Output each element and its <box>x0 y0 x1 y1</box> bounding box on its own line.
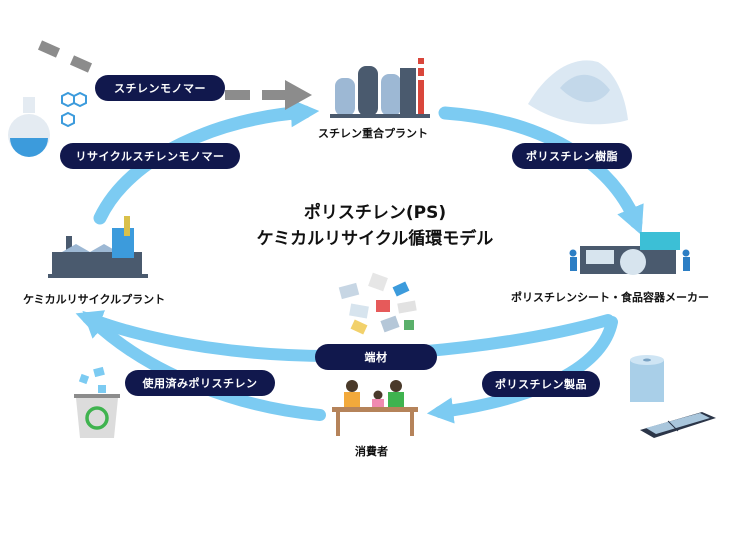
recycle-bin-icon <box>74 366 120 438</box>
pill-styrene-monomer: スチレンモノマー <box>95 75 225 101</box>
title-line-1: ポリスチレン(PS) <box>303 203 447 223</box>
label-consumer: 消費者 <box>355 445 388 458</box>
title-line-2: ケミカルリサイクル循環モデル <box>256 229 494 249</box>
label-recycle-plant: ケミカルリサイクルプラント <box>23 293 166 306</box>
sheet-machine-icon <box>569 232 690 275</box>
diagram-title: ポリスチレン(PS) ケミカルリサイクル循環モデル <box>225 200 525 252</box>
plastic-fragments-icon <box>338 272 417 335</box>
factory-icon <box>330 58 430 118</box>
hexagon-molecule-icon <box>61 91 87 128</box>
resin-pile-icon <box>528 60 628 125</box>
plastic-roll-icon <box>630 355 664 402</box>
dining-family-icon <box>332 380 418 436</box>
label-sheet-maker: ポリスチレンシート・食品容器メーカー <box>511 291 709 304</box>
pill-ps-products: ポリスチレン製品 <box>482 371 600 397</box>
pill-offcuts: 端材 <box>315 344 437 370</box>
flask-icon <box>8 97 50 157</box>
pill-recycled-monomer: リサイクルスチレンモノマー <box>60 143 240 169</box>
recycle-plant-icon <box>48 216 148 278</box>
label-styrene-plant: スチレン重合プラント <box>318 127 428 140</box>
food-tray-icon <box>640 412 716 438</box>
pill-used-ps: 使用済みポリスチレン <box>125 370 275 396</box>
pill-ps-resin: ポリスチレン樹脂 <box>512 143 632 169</box>
monomer-input-arrow <box>37 40 312 110</box>
